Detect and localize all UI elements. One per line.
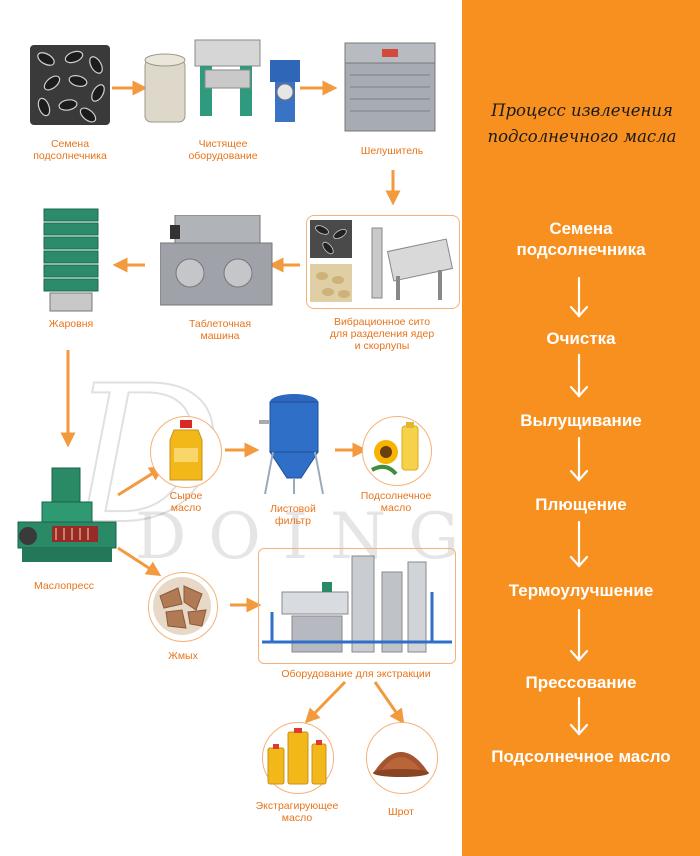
label-sieve: Вибрационное сито для разделения ядер и … [303, 316, 461, 352]
label-extraction: Оборудование для экстракции [281, 668, 431, 680]
label-seeds: Семена подсолнечника [18, 138, 122, 162]
sunflower-oil-image [371, 422, 419, 476]
process-title-line1: Процесс извлечения [491, 101, 673, 120]
label-cleaning-line1: Чистящее [198, 138, 248, 150]
label-cleaning-line2: оборудование [188, 150, 258, 162]
label-leaf-filter: Листовой фильтр [250, 503, 336, 527]
sieve-frame [306, 215, 460, 309]
step-sunflower-oil: Подсолнечное масло [491, 747, 671, 766]
step-arrows [569, 276, 589, 736]
extraction-frame [258, 548, 456, 664]
flaker-image [160, 215, 273, 306]
label-seeds-line2: подсолнечника [33, 150, 107, 162]
label-huller: Шелушитель [360, 145, 424, 157]
process-title-line2: подсолнечного масла [487, 127, 677, 146]
label-flaker-line1: Таблеточная [188, 318, 252, 330]
label-cleaning: Чистящее оборудование [168, 138, 278, 162]
process-title: Процесс извлечения подсолнечного масла [470, 98, 694, 150]
step-cleaning: Очистка [546, 329, 616, 348]
label-cake: Жмых [168, 650, 198, 662]
step-conditioning: Термоулучшение [508, 581, 654, 600]
step-arrow-4 [569, 520, 589, 568]
step-seeds: Семена подсолнечника [462, 218, 700, 260]
step-pressing: Прессование [525, 673, 637, 692]
label-sunflower-oil: Подсолнечное масло [350, 490, 442, 514]
oil-press-image [17, 467, 117, 562]
watermark-text: DOING [135, 500, 482, 574]
step-arrow-2 [569, 353, 589, 398]
label-flaker: Таблеточная машина [170, 318, 270, 342]
step-arrow-1 [569, 276, 589, 318]
label-extracted-oil-line2: масло [281, 812, 313, 824]
vibrating-sieve-image [310, 220, 454, 302]
label-extracted-oil: Экстрагирующее масло [244, 800, 350, 824]
extraction-equipment-image [262, 555, 452, 653]
label-crude-oil-line2: масло [170, 502, 202, 514]
huller-image [344, 42, 436, 132]
step-hulling: Вылущивание [520, 411, 642, 430]
label-leaf-filter-line1: Листовой [270, 503, 316, 515]
arrow-extraction-oil [304, 680, 347, 724]
flow-arrows [60, 80, 405, 725]
label-sieve-line3: и скорлупы [354, 340, 410, 352]
arrow-extraction-meal [373, 681, 405, 725]
cake-image [153, 577, 211, 635]
step-seeds-line1: Семена [549, 219, 613, 238]
step-flaking: Плющение [535, 495, 627, 514]
sunflower-seeds-image [30, 45, 110, 125]
label-meal: Шрот [388, 806, 414, 818]
steps-panel [462, 0, 700, 856]
roaster-image [43, 208, 99, 312]
label-flaker-line2: машина [200, 330, 240, 342]
meal-image [373, 752, 429, 777]
label-sunflower-oil-line1: Подсолнечное [360, 490, 432, 502]
label-sieve-line1: Вибрационное сито [333, 316, 431, 328]
label-press: Маслопресс [34, 580, 94, 592]
label-crude-oil: Сырое масло [150, 490, 222, 514]
step-arrow-5 [569, 608, 589, 662]
step-arrow-6 [569, 696, 589, 736]
crude-oil-bottle-image [169, 420, 203, 481]
label-seeds-line1: Семена [50, 138, 90, 150]
arrow-press-crude [117, 466, 165, 497]
step-arrow-3 [569, 436, 589, 482]
cleaning-equipment-image [144, 39, 300, 123]
arrow-press-cake [117, 546, 162, 577]
label-sieve-line2: для разделения ядер [329, 328, 435, 340]
step-seeds-line2: подсолнечника [516, 240, 646, 259]
label-crude-oil-line1: Сырое [169, 490, 203, 502]
label-leaf-filter-line2: фильтр [275, 515, 311, 527]
label-extracted-oil-line1: Экстрагирующее [255, 800, 339, 812]
label-roaster: Жаровня [48, 318, 94, 330]
extracted-oil-bottles-image [267, 728, 327, 785]
label-sunflower-oil-line2: масло [380, 502, 412, 514]
leaf-filter-image [259, 394, 324, 495]
